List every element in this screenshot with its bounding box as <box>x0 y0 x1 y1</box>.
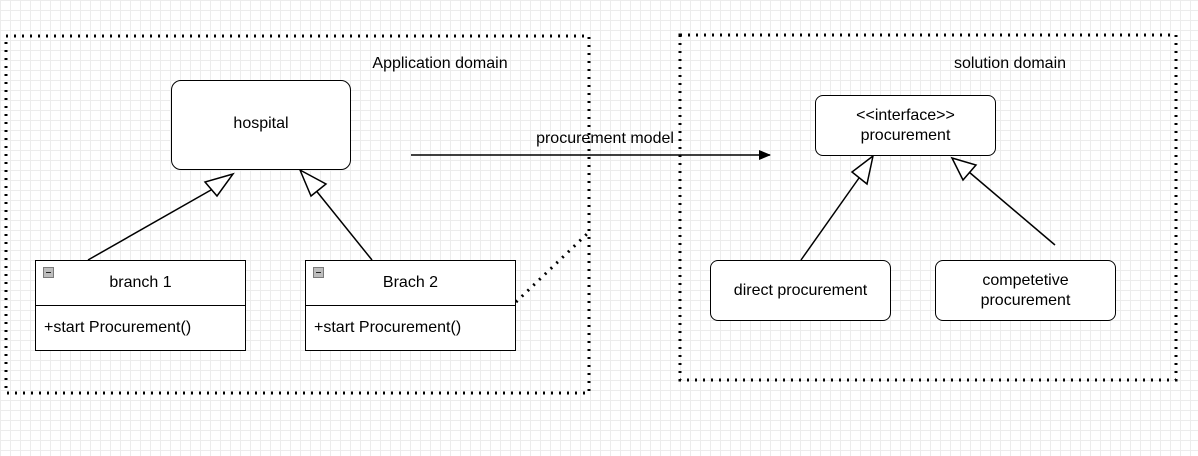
branch1-class-body: +start Procurement() <box>36 306 245 350</box>
procurement-interface-node[interactable]: <<interface>> procurement <box>815 95 996 156</box>
branch2-generalization-line <box>313 187 373 261</box>
hospital-label: hospital <box>233 115 289 132</box>
competitive-realization-line <box>968 171 1056 246</box>
interface-name: procurement <box>860 126 951 144</box>
branch2-class-body: +start Procurement() <box>306 306 515 350</box>
branch1-class[interactable]: branch 1 +start Procurement() <box>35 260 246 351</box>
branch2-generalization-arrowhead <box>298 168 328 198</box>
competitive-procurement-node[interactable]: competetive procurement <box>935 260 1116 321</box>
competitive-procurement-line1: competetive <box>982 271 1069 289</box>
direct-procurement-node[interactable]: direct procurement <box>710 260 891 321</box>
branch2-dotted-link <box>514 230 591 304</box>
collapse-icon[interactable] <box>43 267 54 278</box>
interface-stereotype: <<interface>> <box>856 106 955 124</box>
hospital-node[interactable]: hospital <box>171 80 351 170</box>
direct-realization-arrowhead <box>850 154 875 186</box>
branch2-class-header: Brach 2 <box>306 261 515 306</box>
solution-domain-boundary <box>678 33 1178 382</box>
direct-procurement-label: direct procurement <box>733 281 868 299</box>
branch2-method: +start Procurement() <box>314 319 462 336</box>
collapse-icon[interactable] <box>313 267 324 278</box>
branch1-class-name: branch 1 <box>109 274 172 291</box>
competitive-realization-arrowhead <box>950 156 978 182</box>
application-domain-label: Application domain <box>372 55 508 72</box>
branch1-method: +start Procurement() <box>44 319 192 336</box>
application-domain-boundary <box>4 34 591 395</box>
branch1-generalization-arrowhead <box>203 172 235 198</box>
solution-domain-label: solution domain <box>953 55 1067 72</box>
branch1-generalization-line <box>87 185 219 261</box>
competitive-procurement-line2: procurement <box>980 291 1071 309</box>
procurement-model-label: procurement model <box>536 130 674 147</box>
branch1-class-header: branch 1 <box>36 261 245 306</box>
branch2-class-name: Brach 2 <box>382 274 439 291</box>
branch2-class[interactable]: Brach 2 +start Procurement() <box>305 260 516 351</box>
direct-realization-line <box>800 177 860 261</box>
